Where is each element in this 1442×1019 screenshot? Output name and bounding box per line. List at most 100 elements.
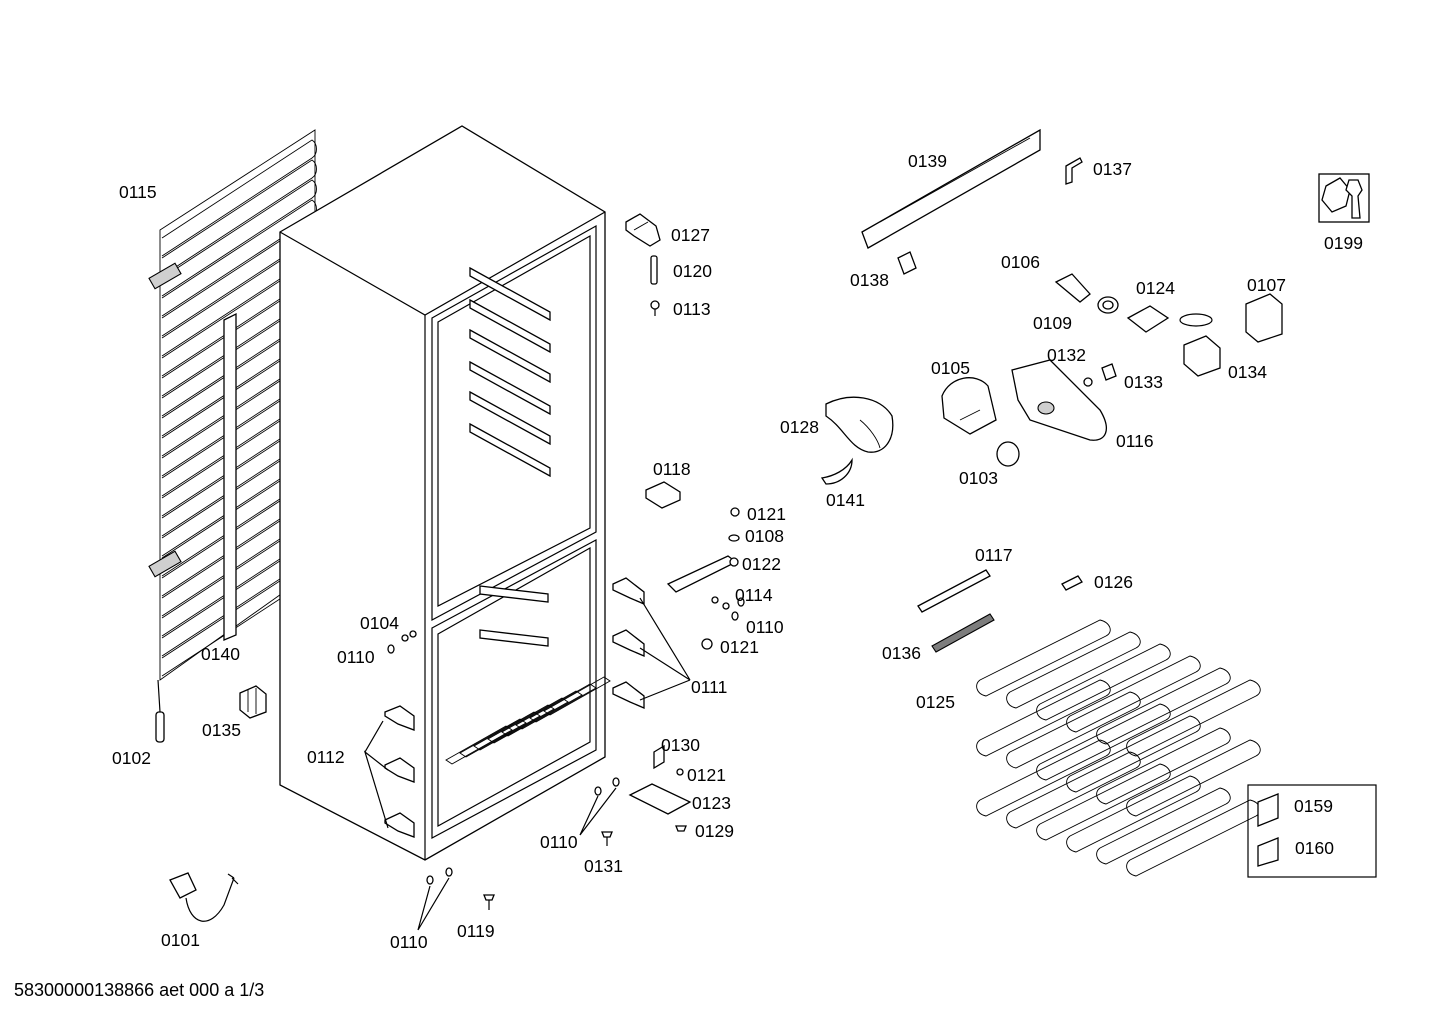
evaporator-loop — [976, 619, 1111, 697]
part-label-0106: 0106 — [1001, 252, 1040, 272]
coil-loop — [161, 159, 317, 277]
part-label-0110: 0110 — [746, 617, 784, 637]
shelf-rail — [479, 585, 549, 603]
crisper-rib — [487, 704, 555, 744]
knob-0103 — [996, 441, 1020, 467]
coil-loop — [161, 179, 317, 297]
knob-0132-0133 — [1083, 363, 1117, 387]
evaporator-loop — [976, 739, 1111, 817]
part-label-0132: 0132 — [1047, 345, 1086, 365]
part-label-0110: 0110 — [540, 832, 578, 852]
shelf-rail — [469, 390, 551, 446]
part-label-0130: 0130 — [661, 735, 700, 755]
thermostat-0134 — [1179, 313, 1221, 377]
shelf-rail — [469, 360, 551, 416]
door-spacers-0111 — [612, 577, 645, 709]
part-label-0160: 0160 — [1295, 838, 1334, 858]
part-label-0111: 0111 — [691, 677, 727, 697]
thermostat-0107 — [1245, 293, 1283, 343]
shelf-supports — [384, 705, 415, 838]
part-label-0121: 0121 — [720, 637, 759, 657]
part-label-0133: 0133 — [1124, 372, 1163, 392]
evaporator-loop — [1066, 775, 1201, 853]
crisper-rib — [515, 690, 583, 730]
crisper-rib — [473, 711, 541, 751]
part-label-0110: 0110 — [390, 932, 428, 952]
part-label-0139: 0139 — [908, 151, 947, 171]
lamp-socket-0109 — [1097, 296, 1119, 314]
part-label-0126: 0126 — [1094, 572, 1133, 592]
clip-0137 — [1065, 157, 1083, 185]
documentation-box — [1247, 784, 1377, 878]
evaporator-loop — [1006, 691, 1141, 769]
part-label-0138: 0138 — [850, 270, 889, 290]
part-label-0114: 0114 — [735, 585, 773, 605]
fridge-cabinet — [279, 125, 611, 861]
part-label-0108: 0108 — [745, 526, 784, 546]
part-label-0116: 0116 — [1116, 431, 1154, 451]
part-label-0129: 0129 — [695, 821, 734, 841]
part-label-0112: 0112 — [307, 747, 345, 767]
shelf-rail — [479, 629, 549, 647]
evaporator-loop — [1096, 787, 1231, 865]
part-label-0140: 0140 — [201, 644, 240, 664]
part-label-0128: 0128 — [780, 417, 819, 437]
part-label-0101: 0101 — [161, 930, 200, 950]
hinge-cover-0127 — [625, 213, 661, 247]
part-label-0121: 0121 — [747, 504, 786, 524]
evaporator-loop — [1126, 679, 1261, 757]
part-label-0113: 0113 — [673, 299, 711, 319]
part-label-0121: 0121 — [687, 765, 726, 785]
evaporator-loop — [1096, 667, 1231, 745]
shelf-rail — [469, 298, 551, 354]
part-label-0136: 0136 — [882, 643, 921, 663]
evaporator-loop — [1066, 655, 1201, 733]
hinge-bracket-0122 — [666, 507, 745, 650]
clip-part — [239, 685, 267, 719]
light-cover-0105 — [941, 377, 997, 435]
part-label-0134: 0134 — [1228, 362, 1267, 382]
screw-0113 — [650, 300, 660, 316]
switch-0118 — [645, 481, 681, 509]
power-cord — [169, 872, 239, 922]
shelf-rail — [469, 422, 551, 478]
part-label-0125: 0125 — [916, 692, 955, 712]
drain-tube-0126 — [1061, 575, 1083, 591]
part-label-0104: 0104 — [360, 613, 399, 633]
document-icon — [1257, 793, 1279, 827]
lamp-holder-0124 — [1126, 305, 1170, 333]
part-label-0159: 0159 — [1294, 796, 1333, 816]
part-label-0109: 0109 — [1033, 313, 1072, 333]
part-label-0127: 0127 — [671, 225, 710, 245]
shelf-rail — [469, 328, 551, 384]
washers-0110-bottom — [426, 777, 620, 885]
evaporator-loop — [1006, 751, 1141, 829]
air-damper-0128 — [825, 396, 894, 453]
crisper-rib — [501, 697, 569, 737]
insulation-strip-0117 — [917, 569, 991, 613]
part-label-0131: 0131 — [584, 856, 623, 876]
evaporator-loop — [1006, 631, 1141, 709]
part-label-0115: 0115 — [119, 182, 157, 202]
light-housing-0116 — [1011, 359, 1107, 441]
part-label-0103: 0103 — [959, 468, 998, 488]
leader-lines — [363, 597, 691, 931]
part-label-0135: 0135 — [202, 720, 241, 740]
coil-loop — [161, 139, 317, 257]
condenser-bracket — [223, 312, 237, 641]
part-label-0105: 0105 — [931, 358, 970, 378]
evaporator-0125 — [976, 619, 1261, 877]
part-label-0124: 0124 — [1136, 278, 1175, 298]
part-label-0107: 0107 — [1247, 275, 1286, 295]
crisper-rib — [459, 718, 527, 758]
part-label-0122: 0122 — [742, 554, 781, 574]
part-label-0119: 0119 — [457, 921, 495, 941]
evaporator-loop — [976, 679, 1111, 757]
evaporator-loop — [1066, 715, 1201, 793]
label-0138 — [897, 251, 917, 275]
wrench-nut-icon — [1318, 173, 1370, 223]
evaporator-loop — [1126, 739, 1261, 817]
part-label-0120: 0120 — [673, 261, 712, 281]
shelf-rail — [469, 266, 551, 322]
